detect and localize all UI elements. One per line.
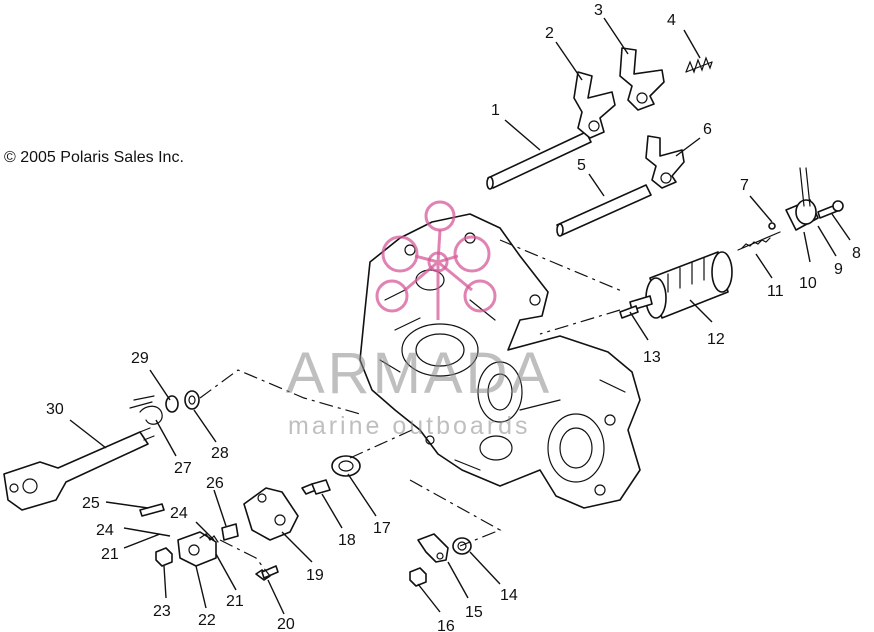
- callout-27: 27: [174, 460, 192, 477]
- callout-19: 19: [306, 567, 324, 584]
- stopper-arm-spring: [452, 537, 472, 555]
- callout-16: 16: [437, 618, 455, 632]
- copyright-notice: © 2005 Polaris Sales Inc.: [4, 149, 184, 166]
- seal-ring: [165, 395, 179, 413]
- shift-drum: [619, 251, 733, 319]
- callout-26: 26: [206, 475, 224, 492]
- watermark-tagline: marine outboards: [288, 412, 531, 440]
- callout-1: 1: [491, 102, 500, 119]
- callout-11: 11: [767, 283, 784, 300]
- leader-lines: [69, 17, 851, 615]
- callout-22: 22: [198, 612, 216, 629]
- callout-24-left: 24: [96, 522, 114, 539]
- callout-7: 7: [740, 177, 749, 194]
- callout-21-right: 21: [226, 593, 244, 610]
- callout-labels: 1 2 3 4 5 6 7 8 9 10 11 12 13 14 15 16 1…: [46, 2, 861, 632]
- callout-15: 15: [465, 604, 483, 621]
- callout-13: 13: [643, 349, 661, 366]
- return-spring: [129, 395, 163, 425]
- collar: [221, 523, 239, 541]
- callout-2: 2: [545, 25, 554, 42]
- callout-24-right: 24: [170, 505, 188, 522]
- stopper-arm-bolt: [409, 567, 427, 587]
- shift-fork-3: [619, 47, 665, 111]
- callout-3: 3: [594, 2, 603, 19]
- shift-plate: [243, 487, 299, 541]
- gear-selector-arm: [177, 531, 217, 567]
- stopper-arm: [417, 533, 449, 563]
- callout-12: 12: [707, 331, 725, 348]
- callout-8: 8: [852, 245, 861, 262]
- watermark: ARMADA marine outboards: [286, 200, 552, 440]
- callout-30: 30: [46, 401, 64, 418]
- hex-nut: [155, 547, 173, 567]
- callout-4: 4: [667, 12, 676, 29]
- washer: [184, 390, 200, 410]
- shift-fork-6: [645, 135, 685, 189]
- watermark-logo: [375, 200, 497, 320]
- callout-21-left: 21: [101, 546, 119, 563]
- shift-fork-shaft-short: [556, 184, 652, 237]
- shift-fork-shaft: [486, 131, 592, 190]
- pin-bolt: [139, 503, 165, 517]
- watermark-brand: ARMADA: [286, 341, 552, 406]
- callout-25: 25: [82, 495, 100, 512]
- small-spring: [199, 533, 219, 543]
- callout-28: 28: [211, 445, 229, 462]
- assembly-centerlines: [199, 239, 625, 577]
- callout-10: 10: [799, 275, 817, 292]
- callout-5: 5: [577, 157, 586, 174]
- spring: [685, 56, 713, 74]
- detent-pin-assembly: [737, 167, 844, 251]
- callout-6: 6: [703, 121, 712, 138]
- stopper-bolt: [301, 479, 331, 495]
- shift-shaft: [3, 427, 155, 511]
- callout-23: 23: [153, 603, 171, 620]
- ring-nut: [331, 455, 361, 477]
- shift-fork-2: [573, 71, 616, 139]
- callout-17: 17: [373, 520, 391, 537]
- callout-18: 18: [338, 532, 356, 549]
- callout-14: 14: [500, 587, 518, 604]
- callout-9: 9: [834, 261, 843, 278]
- callout-20: 20: [277, 616, 295, 632]
- callout-29: 29: [131, 350, 149, 367]
